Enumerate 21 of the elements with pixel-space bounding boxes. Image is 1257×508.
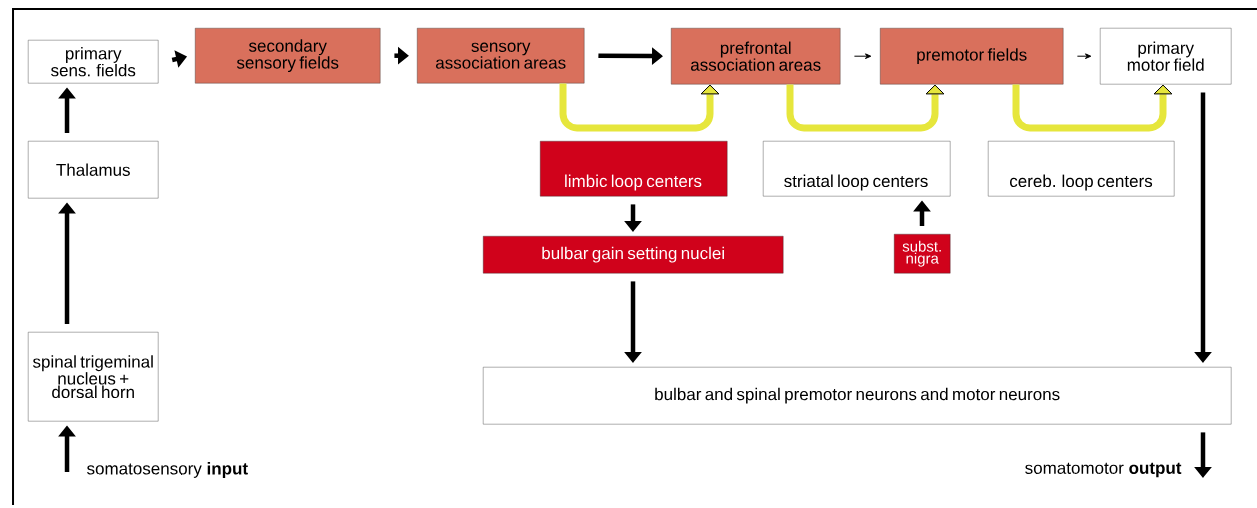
edge-label: somatomotor output	[1025, 462, 1182, 478]
node-label: cereb. loop centers	[1009, 174, 1153, 191]
process-box: Thalamus	[28, 141, 159, 199]
process-box: secondary sensory fields	[195, 28, 381, 84]
process-box	[988, 141, 1175, 197]
arrow	[1076, 53, 1092, 60]
process-box: subst. nigra	[894, 234, 951, 274]
process-box: bulbar and spinal premotor neurons and motor neurons	[483, 367, 1232, 425]
edge-label: somatosensory input	[87, 462, 248, 478]
process-box	[763, 141, 951, 197]
process-box	[540, 141, 728, 197]
process-box: prefrontal association areas	[671, 28, 841, 85]
node-label: limbic loop centers	[565, 174, 702, 191]
node-label: striatal loop centers	[784, 174, 928, 191]
arrow	[853, 53, 872, 60]
process-box: premotor fields	[880, 28, 1064, 85]
process-box: sensory association areas	[417, 28, 585, 84]
process-box: primary motor field	[1100, 28, 1232, 85]
process-box: primary sens. fields	[28, 40, 159, 84]
process-box: spinal trigeminal nucleus + dorsal horn	[28, 332, 159, 422]
process-box: bulbar gain setting nuclei	[483, 236, 784, 274]
